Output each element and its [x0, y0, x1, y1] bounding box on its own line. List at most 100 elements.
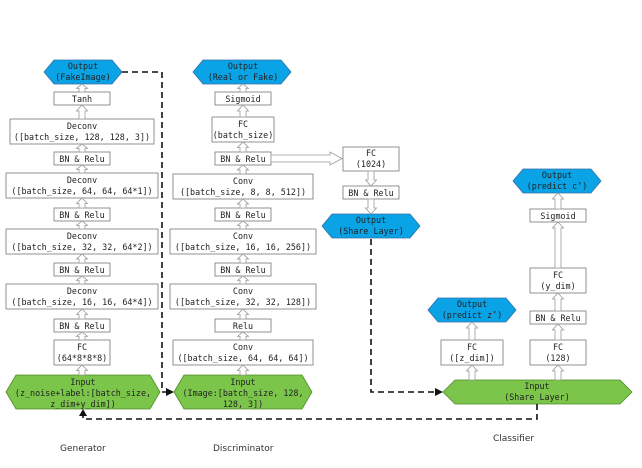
classifier-sigmoid-label: Sigmoid: [540, 211, 575, 221]
flow-arrow: [551, 323, 565, 341]
generator-tanh-label: Tanh: [72, 94, 92, 104]
shared-bn-label: BN & Relu: [348, 188, 393, 198]
generator-deconv2-node: [5, 172, 159, 199]
flow-arrow: [551, 221, 565, 269]
classifier-input-sub: (Share Layer): [504, 392, 570, 402]
shared-to-classifier-arrowhead: [435, 388, 443, 396]
discriminator-conv3-title: Conv: [233, 286, 253, 296]
discriminator-conv4-sub: ([batch_size, 64, 64, 64]): [177, 353, 308, 363]
classifier-caption: Classifier: [493, 434, 534, 444]
discriminator-conv1-sub: ([batch_size, 8, 8, 512]): [180, 187, 306, 197]
disc-to-shared-arrow: [270, 151, 343, 166]
flow-arrow: [236, 141, 250, 153]
flow-arrow: [75, 364, 89, 376]
flow-arrow: [236, 104, 250, 118]
discriminator-column: Output (Real or Fake) Sigmoid FC (batch_…: [169, 59, 317, 454]
shared-output-node: [321, 213, 421, 239]
generator-deconv4-sub: ([batch_size, 16, 16, 64*4]): [11, 297, 152, 307]
flow-arrow: [551, 292, 565, 312]
flow-arrow: [75, 143, 89, 153]
generator-deconv2-title: Deconv: [67, 175, 97, 185]
classifier-to-generator-arrowhead: [79, 409, 87, 416]
discriminator-fc-title: FC: [238, 119, 248, 129]
flow-arrow: [236, 275, 250, 285]
flow-arrow: [75, 164, 89, 174]
discriminator-conv2-sub: ([batch_size, 16, 16, 256]): [175, 242, 311, 252]
flow-arrow: [75, 253, 89, 264]
flow-arrow: [236, 253, 250, 264]
discriminator-conv3-sub: ([batch_size, 32, 32, 128]): [175, 297, 311, 307]
discriminator-conv1-title: Conv: [233, 176, 253, 186]
flow-arrow: [236, 220, 250, 230]
discriminator-output-sub: (Real or Fake): [208, 72, 279, 82]
classifier-fc-128-sub: (128): [545, 353, 570, 363]
flow-arrow: [75, 275, 89, 285]
shared-output-sub: (Share Layer): [338, 226, 404, 236]
classifier-fc-y-title: FC: [553, 270, 563, 280]
generator-bn3-label: BN & Relu: [59, 265, 104, 275]
discriminator-fc-sub: (batch_size): [213, 130, 274, 140]
flow-arrow: [75, 197, 89, 209]
classifier-column: Output (predict z’) FC ([z_dim]) Output …: [427, 168, 633, 444]
shared-fc-sub: (1024): [356, 159, 386, 169]
classifier-fc-z-title: FC: [467, 342, 477, 352]
generator-input-title: Input: [70, 377, 95, 387]
classifier-input-node: [442, 379, 633, 405]
flow-arrow: [236, 331, 250, 341]
flow-arrows: [75, 83, 565, 381]
generator-input-node: [5, 374, 161, 410]
classifier-output-z-title: Output: [457, 299, 487, 309]
flow-arrow: [75, 83, 89, 93]
generator-output-sub: (FakeImage): [55, 72, 110, 82]
discriminator-output-title: Output: [228, 61, 258, 71]
flow-arrow: [236, 83, 250, 93]
classifier-fc-z-sub: ([z_dim]): [449, 353, 494, 363]
generator-deconv4-node: [5, 283, 159, 310]
flow-arrow: [236, 364, 250, 376]
generator-deconv3-sub: ([batch_size, 32, 32, 64*2]): [11, 242, 152, 252]
classifier-fc-y-node: [529, 267, 587, 294]
flow-arrow: [236, 198, 250, 209]
classifier-output-c-title: Output: [542, 170, 572, 180]
generator-output-title: Output: [68, 61, 98, 71]
classifier-output-c-sub: (predict c’): [527, 181, 588, 191]
flow-arrow: [236, 164, 250, 175]
classifier-output-z-sub: (predict z’): [442, 310, 503, 320]
generator-bn1-label: BN & Relu: [59, 154, 104, 164]
discriminator-output-node: [192, 59, 292, 85]
shared-layer-column: FC (1024) BN & Relu Output (Share Layer): [321, 146, 421, 239]
discriminator-conv4-node: [172, 339, 314, 366]
flow-arrow: [75, 220, 89, 230]
generator-deconv3-node: [5, 228, 159, 255]
generator-deconv1-sub: ([batch_size, 128, 128, 3]): [14, 132, 150, 142]
generator-fc-node: [53, 339, 111, 366]
discriminator-conv3-node: [169, 283, 317, 310]
classifier-fc-y-sub: (y_dim): [540, 281, 575, 291]
generator-fc-title: FC: [77, 342, 87, 352]
flow-arrow: [75, 308, 89, 320]
discriminator-input-line1: (Image:[batch_size, 128,: [182, 388, 303, 398]
classifier-bn-label: BN & Relu: [535, 313, 580, 323]
discriminator-input-node: [173, 374, 313, 410]
discriminator-conv2-node: [169, 228, 317, 255]
classifier-output-z-node: [427, 297, 517, 323]
discriminator-conv4-title: Conv: [233, 342, 253, 352]
classifier-input-title: Input: [524, 381, 549, 391]
flow-arrow: [465, 364, 479, 381]
flow-arrow: [465, 321, 479, 341]
flow-arrow: [75, 331, 89, 341]
generator-deconv1-node: [9, 118, 155, 145]
generator-input-line1: (z_noise+label:[batch_size,: [15, 388, 151, 398]
shared-fc-title: FC: [366, 148, 376, 158]
generator-bn4-label: BN & Relu: [59, 321, 104, 331]
discriminator-relu-label: Relu: [233, 321, 253, 331]
discriminator-input-line2: 128, 3]): [223, 399, 263, 409]
flow-arrow: [551, 192, 565, 210]
flow-arrow: [236, 308, 250, 320]
generator-fc-sub: (64*8*8*8): [57, 353, 107, 363]
discriminator-bn2-label: BN & Relu: [220, 210, 265, 220]
flow-arrow: [75, 104, 89, 120]
discriminator-sigmoid-label: Sigmoid: [225, 94, 260, 104]
classifier-output-c-node: [512, 168, 602, 194]
